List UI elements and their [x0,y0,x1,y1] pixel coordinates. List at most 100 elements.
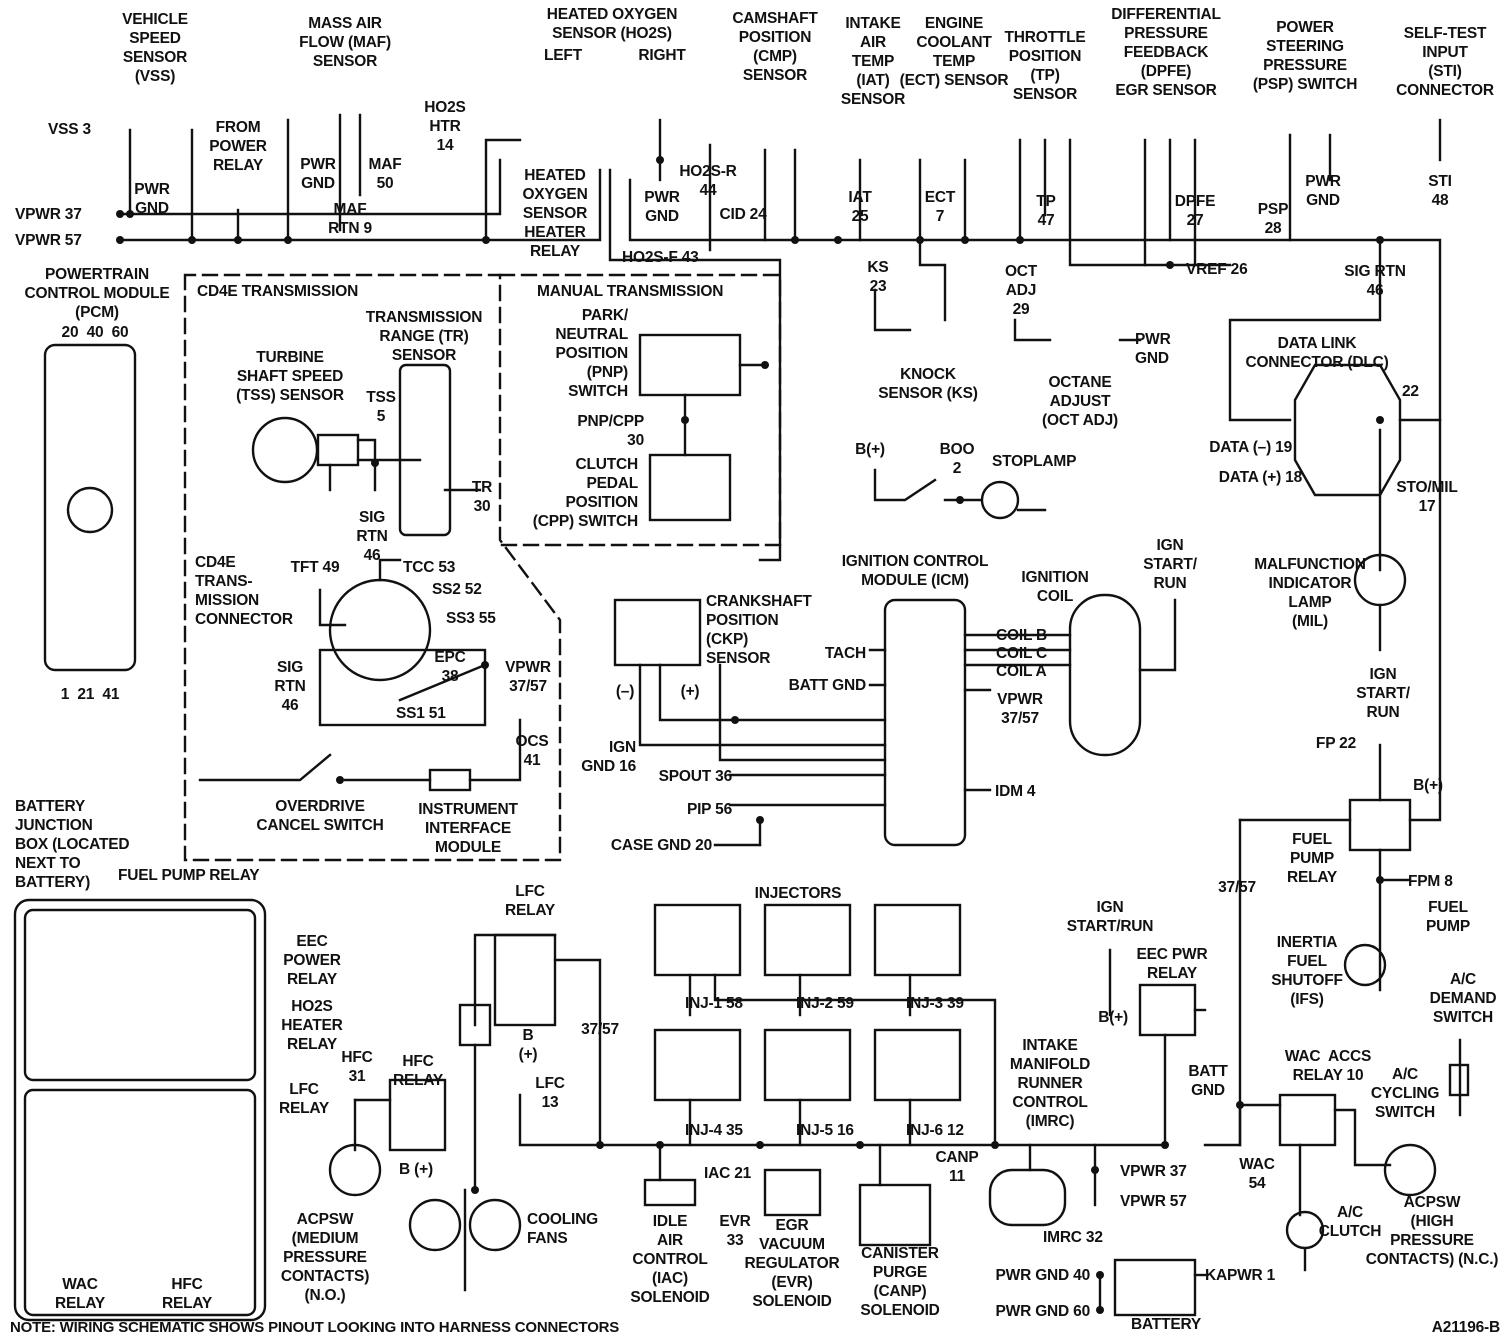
tss5-label: TSS 5 [366,389,396,425]
vss-title: VEHICLE SPEED SENSOR (VSS) [122,11,188,85]
ho2s-r44-label: HO2S-R 44 [679,163,737,199]
conn-vpwr-label: VPWR 37/57 [505,659,551,695]
ocs41-label: OCS 41 [515,733,549,769]
acpsw-med-label: ACPSW (MEDIUM PRESSURE CONTACTS) (N.O.) [280,1211,370,1304]
data-minus-label: DATA (–) 19 [1209,439,1292,456]
ign-coil-label: IGNITION COIL [1021,569,1089,605]
eec-bplus-label: B(+) [1098,1009,1128,1026]
ho2s-htr14-label: HO2S HTR 14 [424,99,466,154]
icm-title: IGNITION CONTROL MODULE (ICM) [841,553,989,589]
iat-title: INTAKE AIR TEMP (IAT) SENSOR [840,15,906,108]
od-cancel-label: OVERDRIVE CANCEL SWITCH [256,798,384,834]
iac21-label: IAC 21 [704,1165,752,1182]
psp28-label: PSP 28 [1257,201,1289,237]
injectors-label: INJECTORS [754,885,842,902]
cid24-label: CID 24 [719,206,767,223]
ks-title: KNOCK SENSOR (KS) [878,366,978,402]
lfc-relay-bjb-label: LFC RELAY [278,1081,330,1117]
manual-box-label: MANUAL TRANSMISSION [537,283,724,300]
inj2-label: INJ-2 59 [796,995,854,1012]
cpp-title: CLUTCH PEDAL POSITION (CPP) SWITCH [532,456,638,530]
oct-title: OCTANE ADJUST (OCT ADJ) [1042,374,1118,429]
tp47-label: TP 47 [1036,193,1056,229]
imrc-title: INTAKE MANIFOLD RUNNER CONTROL (IMRC) [1009,1037,1091,1130]
vpwr57-bot-label: VPWR 57 [1120,1193,1187,1210]
oct-pwrgnd-label: PWR GND [1135,331,1171,367]
sti48-label: STI 48 [1428,173,1452,209]
ho2s-f43-label: HO2S-F 43 [622,249,699,266]
ss252-label: SS2 52 [432,581,482,598]
eec-power-relay-label: EEC POWER RELAY [283,933,341,988]
ign-start-run-top-label: IGN START/ RUN [1143,537,1197,592]
ho2s-heater-relay-label: HEATED OXYGEN SENSOR HEATER RELAY [522,167,588,260]
ign-gnd16-label: IGN GND 16 [581,739,636,775]
junction-dots [116,156,1384,1314]
ckp-title: CRANKSHAFT POSITION (CKP) SENSOR [706,593,812,667]
hfc-bplus-label: B (+) [399,1161,433,1178]
tcc53-label: TCC 53 [403,559,456,576]
ign-start-run-mil-label: IGN START/ RUN [1356,666,1410,721]
batt-gnd-icm-label: BATT GND [788,677,867,694]
pcm-top-pins: 20 40 60 [61,324,129,341]
hfc-relay-bjb-label: HFC RELAY [161,1276,213,1312]
sigrtn46-top-label: SIG RTN 46 [1344,263,1406,299]
lfc-3757-label: 37/57 [581,1021,619,1038]
ss355-label: SS3 55 [446,610,496,627]
maf-pwrgnd-label: PWR GND [300,156,336,192]
fuel-pump-label: FUEL PUMP [1426,899,1470,935]
ho2s-right-label: RIGHT [638,47,686,64]
cmp-title: CAMSHAFT POSITION (CMP) SENSOR [732,10,818,84]
psp-title: POWER STEERING PRESSURE (PSP) SWITCH [1252,19,1358,93]
hfc31-label: HFC 31 [341,1049,373,1085]
ks23-label: KS 23 [867,259,889,295]
tr30-label: TR 30 [471,479,493,515]
evr-title: EGR VACUUM REGULATOR (EVR) SOLENOID [744,1217,840,1310]
vpwr37-label: VPWR 37 [15,206,82,223]
pip56-label: PIP 56 [686,801,732,818]
kapwr1-label: KAPWR 1 [1205,1267,1276,1284]
from-power-relay-label: FROM POWER RELAY [209,119,267,174]
pcm-title: POWERTRAIN CONTROL MODULE (PCM) [24,266,170,321]
iim-label: INSTRUMENT INTERFACE MODULE [418,801,518,856]
inj3-label: INJ-3 39 [906,995,964,1012]
vref26-label: VREF 26 [1186,261,1248,278]
spout36-label: SPOUT 36 [658,768,733,785]
vss-pwrgnd-label: PWR GND [134,181,170,217]
vpwr57-bus [118,168,602,242]
vss3-label: VSS 3 [48,121,91,138]
lfc-relay-label: LFC RELAY [504,883,556,919]
wire-3757-label: 37/57 [1218,879,1256,896]
eec-pwr-relay-label: EEC PWR RELAY [1136,946,1208,982]
bplus-boo-label: B(+) [855,441,885,458]
ho2s-title: HEATED OXYGEN SENSOR (HO2S) [546,6,678,42]
dlc22-label: 22 [1402,383,1419,400]
fp-bplus-label: B(+) [1413,777,1443,794]
fp22-label: FP 22 [1315,735,1356,752]
wac-relay-bjb-label: WAC RELAY [54,1276,106,1312]
tr-title: TRANSMISSION RANGE (TR) SENSOR [365,309,483,364]
ckp-minus-label: (–) [615,683,635,700]
lfc13-label: LFC 13 [535,1075,565,1111]
inj5-label: INJ-5 16 [796,1122,854,1139]
diagram-id: A21196-B [1431,1319,1500,1336]
fuel-pump-relay-bjb-label: FUEL PUMP RELAY [118,867,260,884]
case-gnd20-label: CASE GND 20 [610,837,712,854]
wac-relay-label: WAC ACCS RELAY 10 [1284,1048,1372,1084]
inj4-label: INJ-4 35 [685,1122,743,1139]
lfc-b-label: B (+) [518,1027,538,1063]
ho2s-heater-relay-bjb-label: HO2S HEATER RELAY [281,998,343,1053]
mil-title: MALFUNCTION INDICATOR LAMP (MIL) [1254,556,1366,630]
canp11-label: CANP 11 [935,1149,979,1185]
pnpcpp30-label: PNP/CPP 30 [577,413,644,449]
sto-mil-label: STO/MIL 17 [1396,479,1458,515]
maf-rtn9-label: MAF RTN 9 [328,201,372,237]
pnp-title: PARK/ NEUTRAL POSITION (PNP) SWITCH [555,307,628,400]
ac-cycling-label: A/C CYCLING SWITCH [1370,1066,1440,1121]
ign-start-run-eec-label: IGN START/RUN [1066,899,1154,935]
coil-b-label: COIL B [996,627,1048,644]
pwr-gnd60-label: PWR GND 60 [995,1303,1091,1320]
ifs-label: INERTIA FUEL SHUTOFF (IFS) [1271,934,1343,1008]
maf-title: MASS AIR FLOW (MAF) SENSOR [299,15,391,70]
ect-title: ENGINE COOLANT TEMP (ECT) SENSOR [899,15,1009,89]
